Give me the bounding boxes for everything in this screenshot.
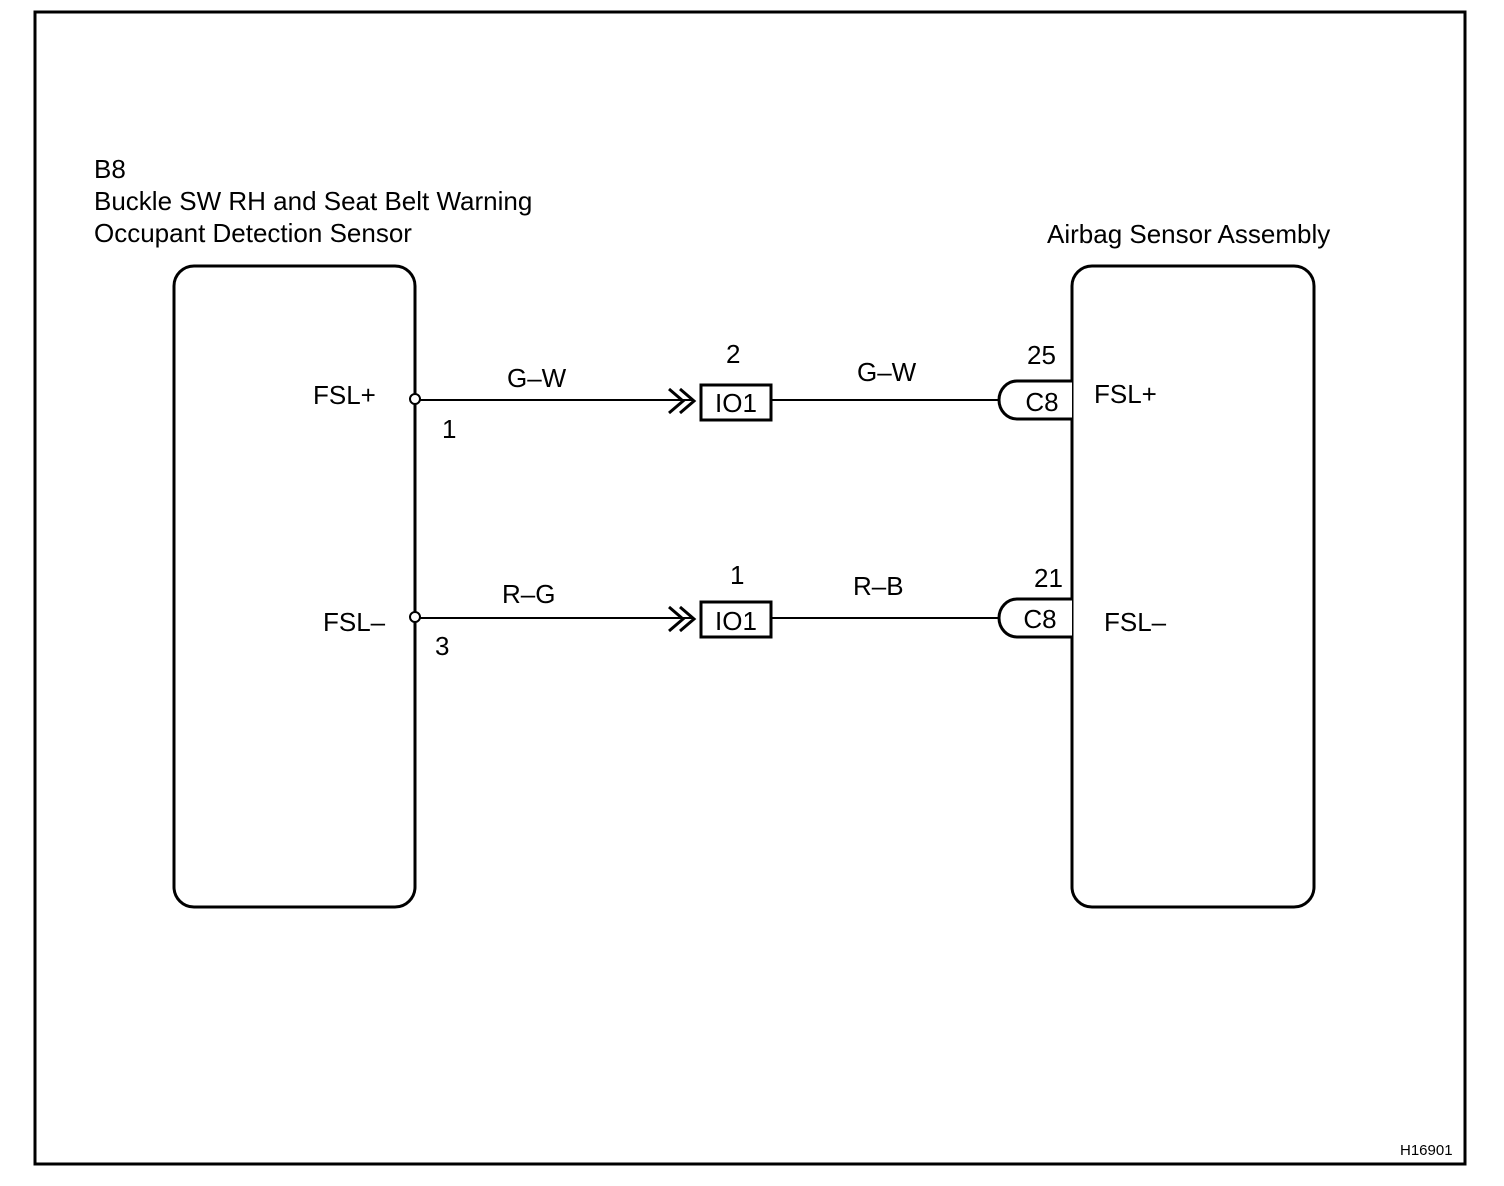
- right-connector-c8-shape-2: [997, 597, 1072, 639]
- right-terminal-signal-fsl-plus: FSL+: [1094, 379, 1157, 409]
- wire-color-left-fsl-minus: R–G: [502, 579, 555, 609]
- right-connector-c8-shape-1: [997, 379, 1072, 421]
- wire-color-right-fsl-minus: R–B: [853, 571, 904, 601]
- left-terminal-point-fsl-plus: [409, 393, 421, 405]
- right-terminal-pin-25: 25: [1027, 340, 1056, 370]
- wire-color-left-fsl-plus: G–W: [507, 363, 567, 393]
- left-terminal-signal-fsl-plus: FSL+: [313, 380, 376, 410]
- right-connector-c8-label-2: C8: [1023, 604, 1056, 634]
- junction-io1-label-1: IO1: [715, 388, 757, 418]
- left-terminal-signal-fsl-minus: FSL–: [323, 607, 386, 637]
- junction-pin-1: 1: [730, 560, 744, 590]
- right-component-box: [1070, 264, 1316, 909]
- right-connector-c8-label-1: C8: [1025, 387, 1058, 417]
- left-component-name-line2: Occupant Detection Sensor: [94, 218, 412, 248]
- left-component-box: [172, 264, 417, 909]
- left-component-name-line1: Buckle SW RH and Seat Belt Warning: [94, 186, 532, 216]
- left-component-code: B8: [94, 154, 126, 184]
- right-terminal-pin-21: 21: [1034, 563, 1063, 593]
- diagram-frame: [33, 10, 1467, 1166]
- junction-io1-box-1: [699, 383, 773, 422]
- junction-io1-label-2: IO1: [715, 606, 757, 636]
- connector-arrow-fsl-plus-inner: [679, 387, 697, 415]
- connector-arrow-fsl-minus-outer: [668, 605, 686, 633]
- right-component-name: Airbag Sensor Assembly: [1047, 219, 1330, 249]
- right-terminal-signal-fsl-minus: FSL–: [1104, 607, 1167, 637]
- left-terminal-point-fsl-minus: [409, 611, 421, 623]
- figure-id: H16901: [1400, 1142, 1453, 1159]
- left-terminal-pin-1: 1: [442, 414, 456, 444]
- left-terminal-pin-3: 3: [435, 631, 449, 661]
- connector-arrow-fsl-minus-inner: [679, 605, 697, 633]
- wire-color-right-fsl-plus: G–W: [857, 357, 917, 387]
- junction-io1-box-2: [699, 600, 773, 639]
- junction-pin-2: 2: [726, 339, 740, 369]
- connector-arrow-fsl-plus-outer: [668, 387, 686, 415]
